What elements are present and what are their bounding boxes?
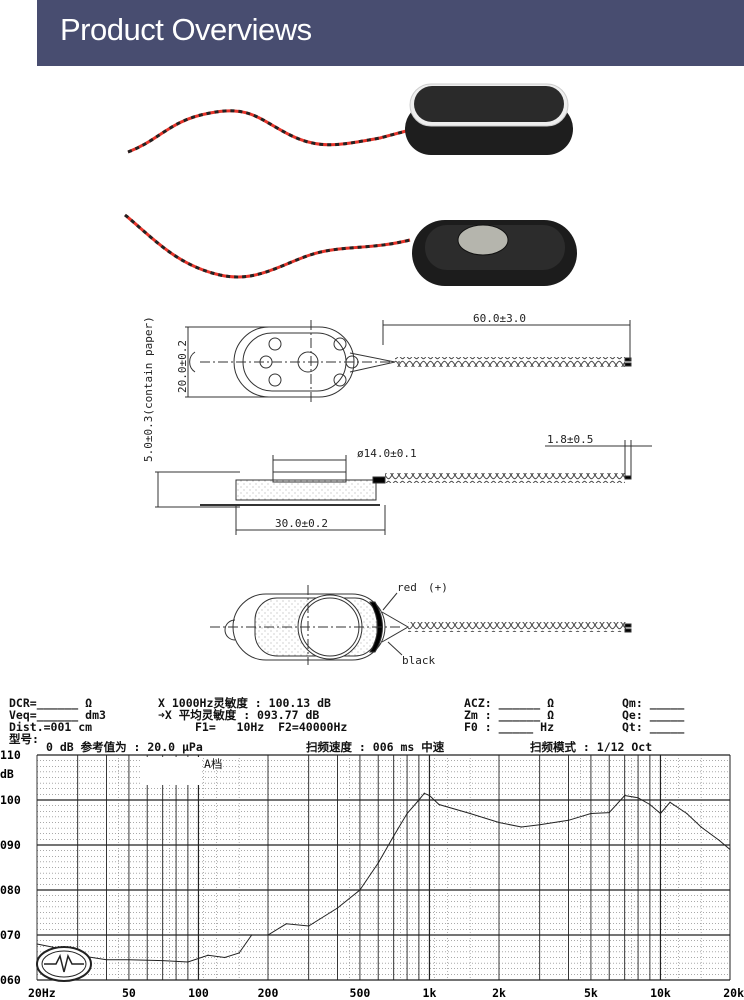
y-tick-label: 080 <box>0 883 21 897</box>
qe-field: Qe: _____ <box>622 708 685 722</box>
width-dimension: 20.0±0.2 <box>176 340 189 393</box>
technical-drawing: 60.0±3.0 20.0±0.2 5.0±0.3(contain paper)… <box>142 312 652 667</box>
x-tick-label: 2k <box>492 986 506 1000</box>
acz-field: ACZ: ______ Ω <box>464 696 555 710</box>
side-view <box>155 440 652 535</box>
data-point <box>624 794 626 797</box>
x-tick-label: 200 <box>258 986 279 1000</box>
data-point <box>659 812 662 815</box>
logo-wave-icon <box>44 953 84 973</box>
length-dimension: 60.0±3.0 <box>473 312 526 325</box>
data-point <box>267 934 269 936</box>
label-mask <box>140 757 202 785</box>
black-wire-label: black <box>402 654 435 667</box>
data-point <box>718 839 721 842</box>
data-point <box>377 862 379 864</box>
sensitivity-1k: X 1000Hz灵敏度 : 100.13 dB <box>158 696 331 710</box>
logo-ring <box>41 950 87 978</box>
y-tick-label: 110 <box>0 748 21 762</box>
data-point <box>285 923 287 925</box>
y-tick-label: 100 <box>0 793 21 807</box>
x-tick-label: 20Hz <box>28 986 56 1000</box>
data-point <box>428 794 431 797</box>
x-tick-label: 10k <box>650 986 671 1000</box>
data-point <box>224 956 226 959</box>
data-point <box>336 907 339 909</box>
zm-field: Zm : ______ Ω <box>464 708 555 722</box>
data-point <box>423 792 425 794</box>
data-point <box>207 954 209 956</box>
red-polarity-label: (+) <box>428 581 448 594</box>
data-point <box>469 812 471 815</box>
y-tick-label: 070 <box>0 928 21 942</box>
f0-field: F0 : _____ Hz <box>464 720 555 734</box>
veq-field: Veq=______ dm3 <box>9 708 106 722</box>
data-point <box>406 812 408 815</box>
data-point <box>359 889 361 891</box>
average-sensitivity: ➜X 平均灵敏度 : 093.77 dB <box>158 708 320 722</box>
qm-field: Qm: _____ <box>622 696 685 710</box>
data-point <box>567 819 570 821</box>
logo-badge <box>36 946 92 982</box>
data-point <box>520 826 522 828</box>
response-curve <box>36 792 731 963</box>
data-point <box>105 959 108 961</box>
data-point <box>686 812 688 815</box>
reference-level: 0 dB 参考值为 : 20.0 μPa <box>46 740 203 754</box>
data-point <box>438 803 440 806</box>
data-point <box>669 801 671 803</box>
data-point <box>700 826 702 828</box>
dcr-field: DCR=______ Ω <box>9 696 93 710</box>
model-field: 型号: <box>9 732 39 746</box>
x-tick-label: 1k <box>423 986 437 1000</box>
strip-length-dimension: 1.8±0.5 <box>547 433 593 446</box>
data-point <box>539 824 541 826</box>
data-point <box>187 961 189 963</box>
red-wire-label: red <box>397 581 417 594</box>
data-point <box>128 959 130 961</box>
data-point <box>590 812 592 815</box>
height-dimension: 5.0±0.3(contain paper) <box>142 316 155 462</box>
header-banner: Product Overviews <box>37 0 744 66</box>
data-point <box>418 799 420 801</box>
y-axis-label: dB <box>0 767 14 781</box>
x-tick-label: 5k <box>584 986 598 1000</box>
x-tick-label: 50 <box>122 986 136 1000</box>
data-point <box>498 821 500 824</box>
data-point <box>308 925 310 927</box>
qt-field: Qt: _____ <box>622 720 685 734</box>
data-point <box>393 835 395 837</box>
y-tick-label: 060 <box>0 973 21 987</box>
bottom-view <box>210 585 632 665</box>
x-tick-label: 100 <box>188 986 209 1000</box>
sweep-mode: 扫频模式 : 1/12 Oct <box>530 740 653 754</box>
y-tick-label: 090 <box>0 838 21 852</box>
data-point <box>162 960 164 962</box>
weighting-label: A档 <box>204 757 223 771</box>
product-photos <box>124 83 577 286</box>
data-point <box>36 943 38 945</box>
data-point <box>608 812 610 814</box>
distance-field: Dist.=001 cm <box>9 720 93 734</box>
sweep-speed: 扫频速度 : 006 ms 中速 <box>306 740 445 754</box>
data-point <box>729 848 731 851</box>
x-tick-label: 500 <box>350 986 371 1000</box>
page-title: Product Overviews <box>60 12 312 47</box>
data-point <box>649 803 651 806</box>
speaker-front-photo <box>127 83 573 155</box>
top-view <box>185 320 632 405</box>
speaker-back-photo <box>124 213 577 286</box>
data-point <box>251 934 253 936</box>
x-tick-label: 20k <box>723 986 744 1000</box>
diameter-dimension: ø14.0±0.1 <box>357 447 417 460</box>
data-point <box>637 797 639 799</box>
body-length-dimension: 30.0±0.2 <box>275 517 328 530</box>
data-point <box>238 952 240 954</box>
frequency-range: F1= 10Hz F2=40000Hz <box>195 720 348 734</box>
